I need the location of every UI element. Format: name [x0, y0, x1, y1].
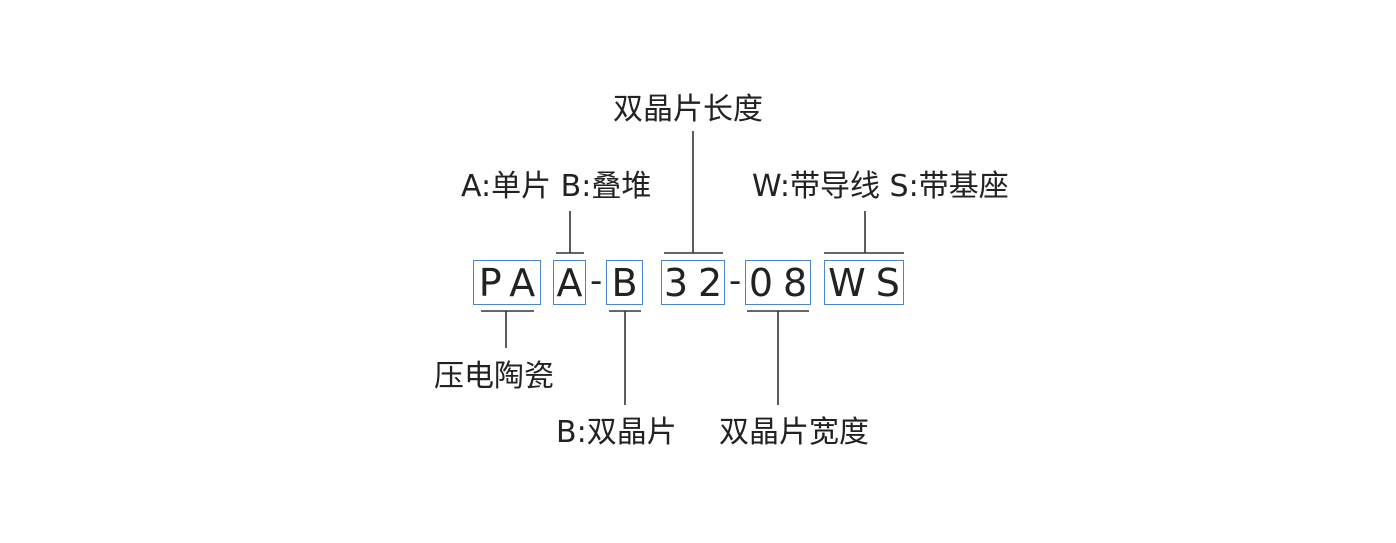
code-box-ws: WS — [824, 260, 904, 305]
code-dash-1: - — [590, 261, 603, 301]
code-dash-2: - — [729, 261, 742, 301]
code-box-pa: PA — [473, 260, 541, 305]
label-b-bimorph: B:双晶片 — [556, 415, 677, 450]
code-box-a: A — [553, 260, 586, 305]
label-lead-or-base: W:带导线 S:带基座 — [752, 169, 1009, 204]
code-box-32: 32 — [661, 260, 725, 305]
label-piezo-ceramic: 压电陶瓷 — [434, 359, 554, 394]
label-bimorph-width: 双晶片宽度 — [719, 415, 869, 450]
label-bimorph-length: 双晶片长度 — [613, 92, 763, 127]
label-single-or-stacked: A:单片 B:叠堆 — [461, 169, 652, 204]
code-box-b: B — [606, 260, 643, 305]
code-box-08: 08 — [745, 260, 811, 305]
